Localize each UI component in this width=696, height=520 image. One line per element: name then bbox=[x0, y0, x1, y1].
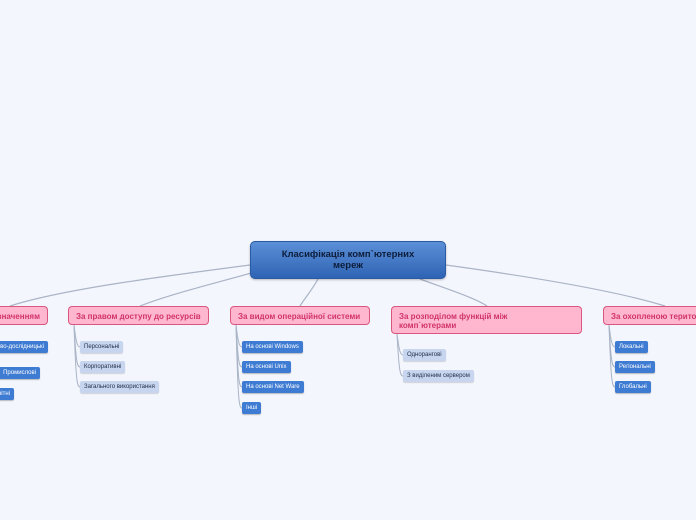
leaf-educational-label: Освітні bbox=[0, 391, 10, 397]
leaf-unix-label: На основі Unix bbox=[246, 364, 287, 370]
leaf-peer-to-peer-label: Однорангові bbox=[407, 352, 442, 358]
connector-branch-2-leaf-2 bbox=[235, 324, 243, 388]
leaf-regional[interactable]: Регіональні bbox=[615, 361, 655, 373]
leaf-regional-label: Регіональні bbox=[619, 364, 651, 370]
branch-purpose-label: За призначенням bbox=[0, 312, 40, 321]
connector-root-branch-1 bbox=[139, 269, 263, 307]
connector-branch-1-leaf-2 bbox=[73, 324, 81, 388]
leaf-peer-to-peer[interactable]: Однорангові bbox=[403, 349, 446, 361]
branch-access-rights-label: За правом доступу до ресурсів bbox=[76, 312, 201, 321]
leaf-other[interactable]: Інші bbox=[242, 402, 262, 414]
leaf-personal[interactable]: Персональні bbox=[80, 341, 124, 353]
root-topic[interactable]: Класифікація комп`ютерних мереж bbox=[250, 241, 446, 279]
leaf-industrial[interactable]: Промислові bbox=[0, 367, 40, 379]
connector-root-branch-3 bbox=[419, 278, 488, 307]
connector-branch-4-leaf-2 bbox=[608, 324, 616, 388]
branch-purpose[interactable]: За призначенням bbox=[0, 306, 48, 325]
branch-territory[interactable]: За охопленою територією bbox=[603, 306, 696, 325]
branch-territory-label: За охопленою територією bbox=[611, 312, 696, 321]
leaf-research[interactable]: Науково-дослідницькі bbox=[0, 341, 48, 353]
branch-os-type[interactable]: За видом операційної системи bbox=[230, 306, 370, 325]
leaf-local[interactable]: Локальні bbox=[615, 341, 648, 353]
leaf-global-label: Глобальні bbox=[619, 384, 647, 390]
leaf-personal-label: Персональні bbox=[84, 344, 120, 350]
branch-function-distribution[interactable]: За розподілом функцій між комп`ютерами bbox=[391, 306, 582, 334]
branch-function-distribution-label: За розподілом функцій між комп`ютерами bbox=[399, 312, 508, 330]
connector-root-branch-2 bbox=[299, 278, 319, 307]
leaf-public-use-label: Загального використання bbox=[84, 384, 155, 390]
leaf-corporate[interactable]: Корпоративні bbox=[80, 361, 126, 373]
leaf-corporate-label: Корпоративні bbox=[84, 364, 122, 370]
root-topic-label: Класифікація комп`ютерних мереж bbox=[281, 249, 415, 271]
leaf-educational[interactable]: Освітні bbox=[0, 388, 14, 400]
leaf-dedicated-server-label: З виділеним сервером bbox=[407, 373, 470, 379]
leaf-other-label: Інші bbox=[246, 405, 258, 411]
leaf-windows[interactable]: На основі Windows bbox=[242, 341, 303, 353]
leaf-unix[interactable]: На основі Unix bbox=[242, 361, 291, 373]
leaf-dedicated-server[interactable]: З виділеним сервером bbox=[403, 370, 474, 382]
leaf-netware-label: На основі Net Ware bbox=[246, 384, 300, 390]
leaf-research-label: Науково-дослідницькі bbox=[0, 344, 44, 350]
leaf-global[interactable]: Глобальні bbox=[615, 381, 651, 393]
leaf-local-label: Локальні bbox=[619, 344, 644, 350]
connector-root-branch-0 bbox=[9, 264, 251, 307]
branch-access-rights[interactable]: За правом доступу до ресурсів bbox=[68, 306, 209, 325]
leaf-public-use[interactable]: Загального використання bbox=[80, 381, 159, 393]
leaf-netware[interactable]: На основі Net Ware bbox=[242, 381, 304, 393]
connector-root-branch-4 bbox=[445, 264, 666, 307]
leaf-industrial-label: Промислові bbox=[3, 370, 36, 376]
leaf-windows-label: На основі Windows bbox=[246, 344, 299, 350]
branch-os-type-label: За видом операційної системи bbox=[238, 312, 361, 321]
